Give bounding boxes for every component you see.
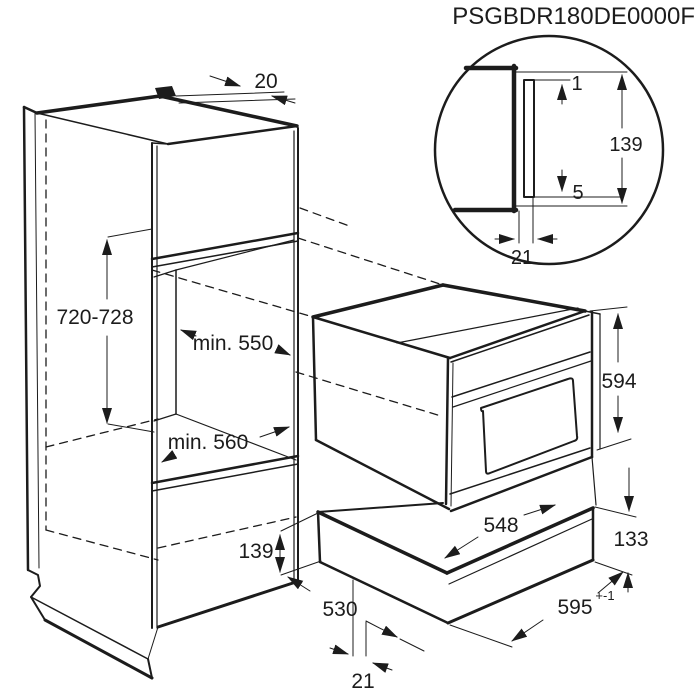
detail-front-height-label: 139 — [609, 134, 642, 156]
dim-wall-gap-label: 20 — [254, 70, 277, 93]
dim-niche-depth-label: min. 550 — [193, 332, 274, 355]
dim-niche-width-label: min. 560 — [168, 431, 249, 454]
dim-niche-width: min. 560 — [161, 426, 290, 463]
dim-drawer-height: 133 — [594, 467, 649, 593]
drawing-title: PSGBDR180DE0000F — [452, 3, 695, 30]
dim-base-depth-label: 530 — [322, 598, 357, 621]
dim-wall-gap: 20 — [175, 70, 296, 106]
dim-oven-height-label: 594 — [601, 370, 636, 393]
dim-plinth-recess: 21 — [329, 579, 393, 693]
warming-drawer — [316, 456, 597, 625]
dim-drawer-width: 595 +-1 — [449, 561, 633, 648]
dim-base-depth: 530 — [287, 576, 425, 652]
dim-drawer-height-label: 133 — [613, 528, 648, 551]
dim-drawer-width-label: 595 — [557, 596, 592, 619]
dim-drawer-front-height: 139 — [238, 512, 322, 576]
dim-oven-depth-label: 548 — [483, 514, 518, 537]
dim-drawer-front-height-label: 139 — [238, 540, 273, 563]
dim-niche-height: 720-728 — [56, 228, 155, 433]
wall-spacer — [155, 86, 176, 99]
detail-circle: 1 5 139 21 — [433, 34, 665, 269]
detail-overhang-label: 21 — [511, 247, 533, 269]
dim-niche-depth: min. 550 — [180, 329, 291, 356]
oven — [311, 283, 601, 513]
dim-oven-height: 594 — [589, 306, 637, 451]
dim-oven-depth: 548 — [444, 504, 556, 559]
detail-circle-outline — [433, 34, 665, 266]
dim-plinth-recess-label: 21 — [351, 670, 374, 693]
oven-door-window — [480, 377, 579, 475]
drawer-front-section — [523, 79, 535, 198]
tall-cabinet — [22, 86, 442, 680]
detail-top-gap-label: 1 — [571, 73, 582, 95]
detail-bottom-gap-label: 5 — [572, 182, 583, 204]
dim-drawer-width-tolerance: +-1 — [595, 588, 614, 603]
dim-niche-height-label: 720-728 — [56, 306, 133, 329]
